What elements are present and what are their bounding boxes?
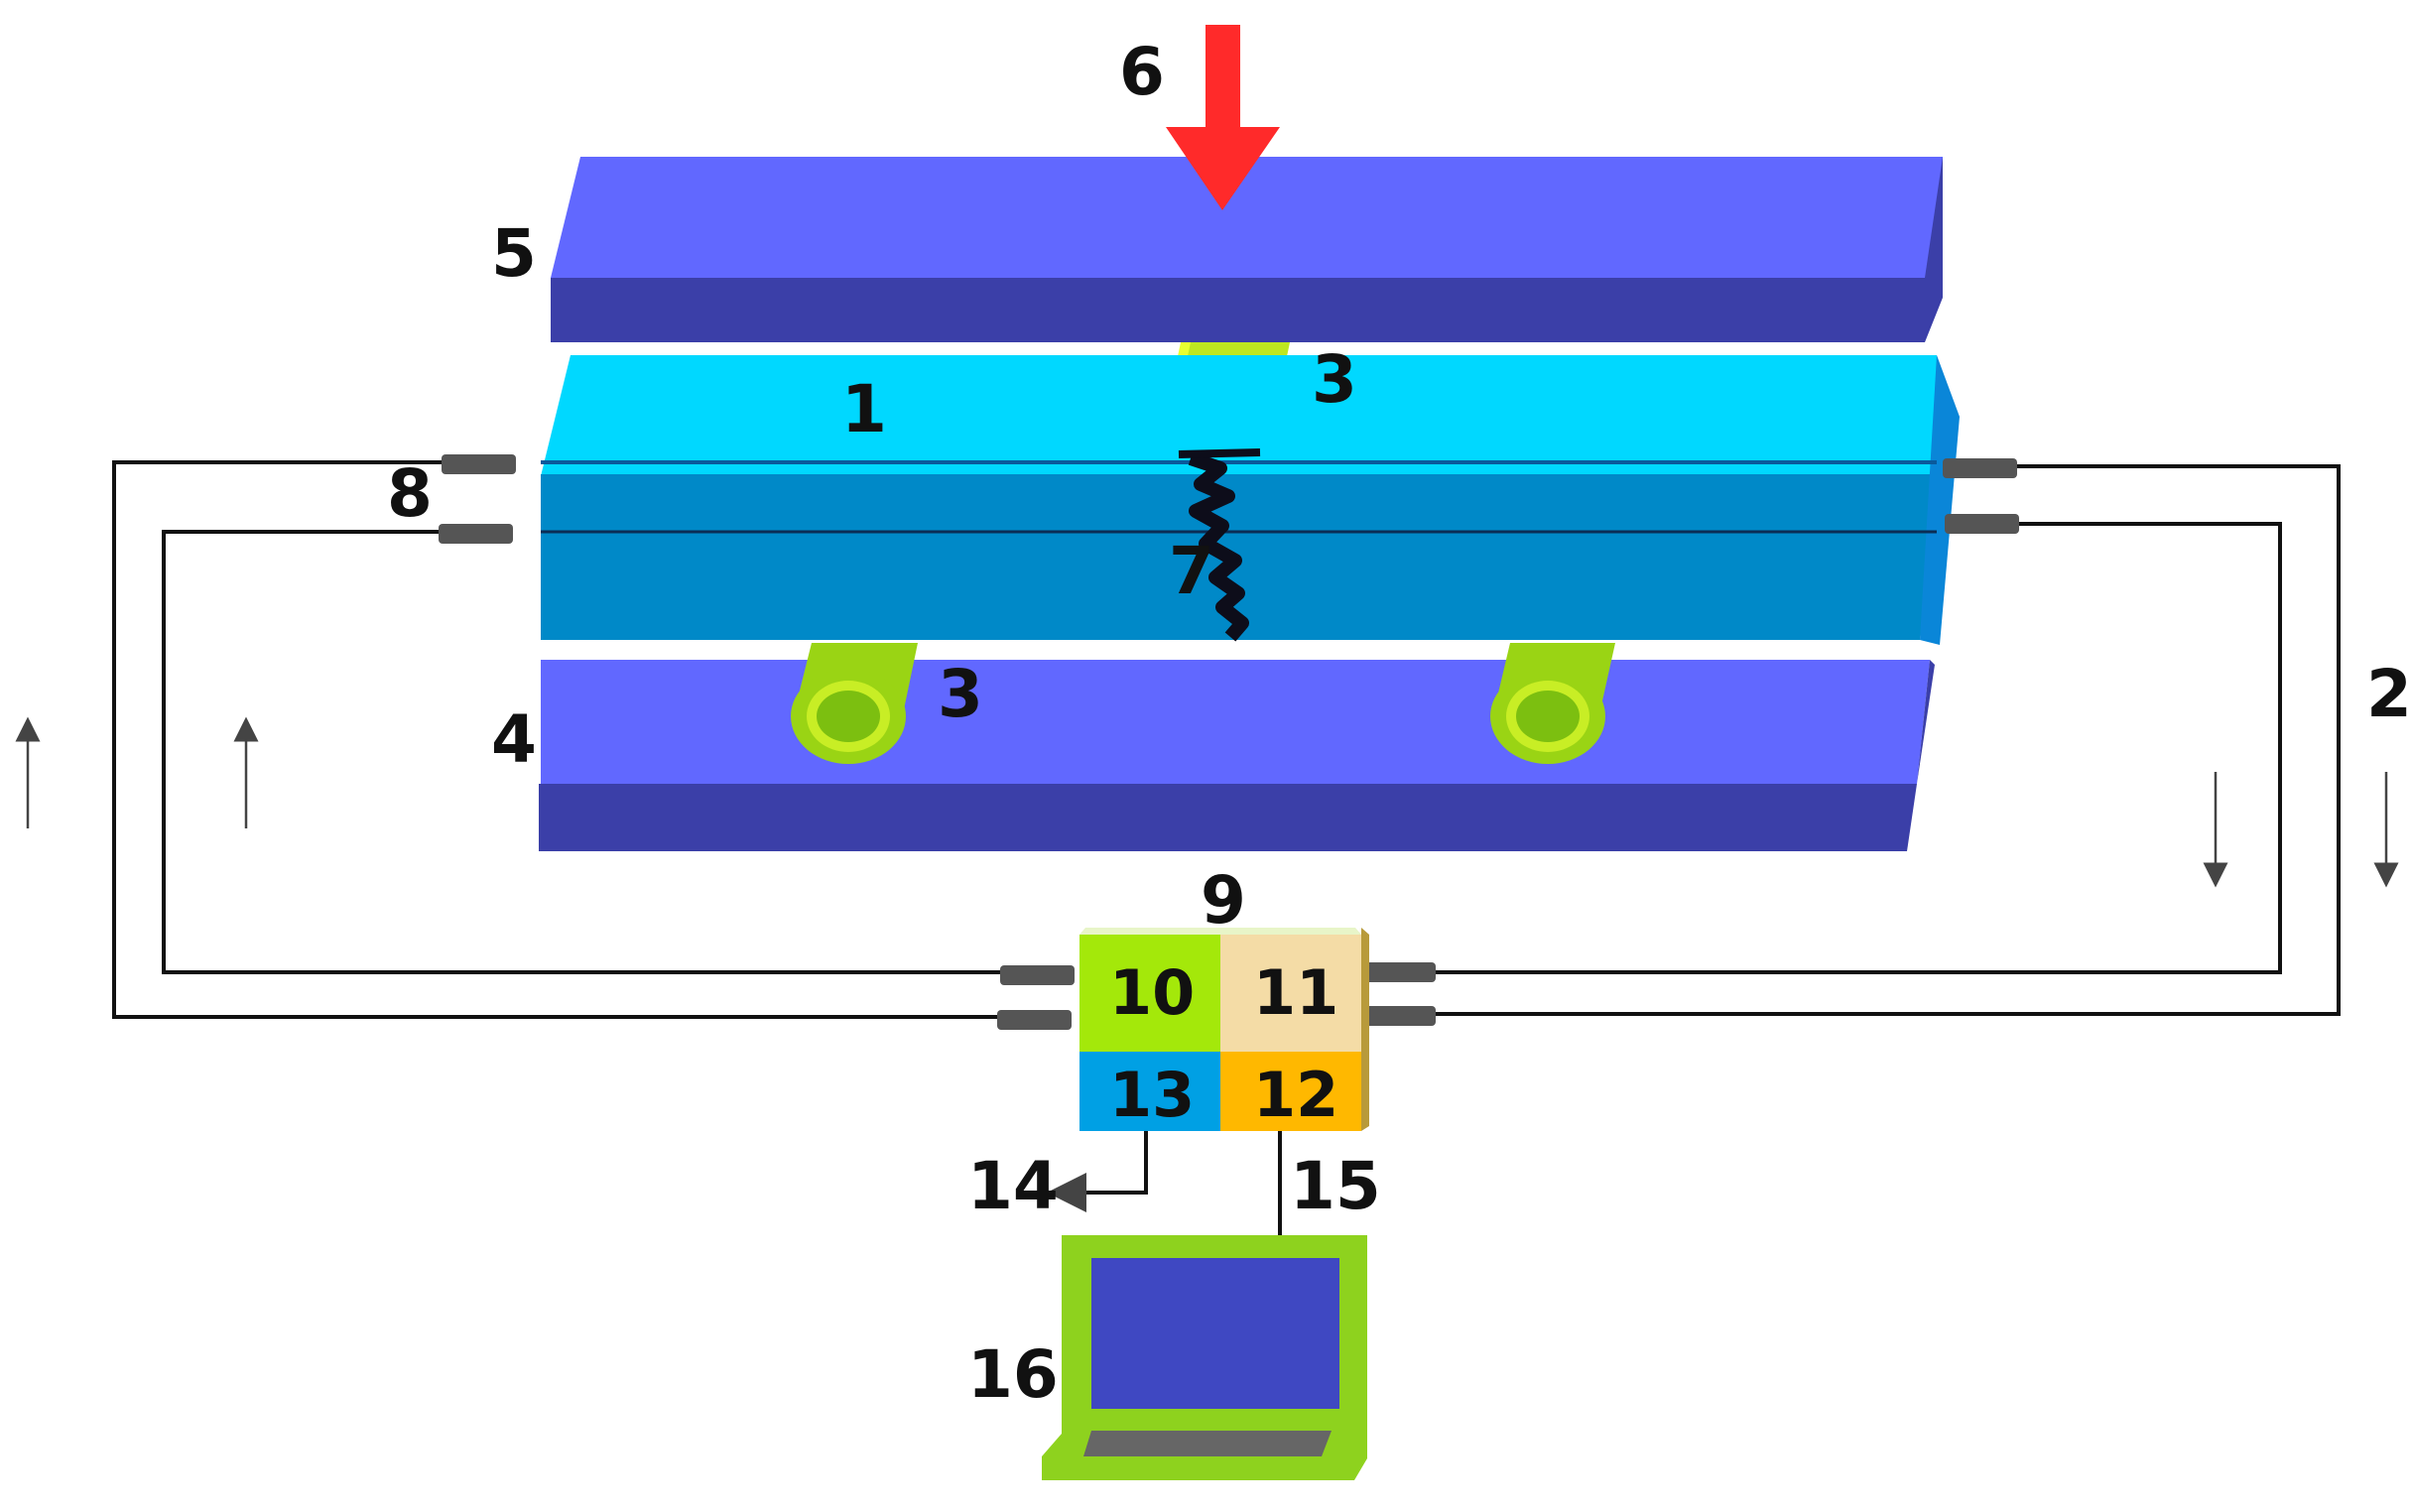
- label-7: 7: [1169, 533, 1214, 609]
- label-6: 6: [1119, 34, 1165, 110]
- module-13: [1079, 1052, 1220, 1131]
- output-lines: [1047, 1131, 1282, 1235]
- fiber-wiring: [112, 460, 2341, 1019]
- label-8: 8: [387, 455, 433, 532]
- label-12: 12: [1253, 1059, 1338, 1131]
- label-16: 16: [967, 1336, 1059, 1413]
- bottom-roller-left: [791, 643, 918, 764]
- module-12: [1220, 1052, 1361, 1131]
- label-3-bottom: 3: [938, 656, 983, 732]
- label-9: 9: [1201, 862, 1246, 939]
- label-15: 15: [1290, 1148, 1381, 1224]
- module-11: [1220, 935, 1361, 1052]
- top-plate: [551, 157, 1943, 342]
- label-10: 10: [1109, 956, 1195, 1029]
- label-13: 13: [1109, 1059, 1195, 1131]
- label-14: 14: [967, 1148, 1059, 1224]
- flow-arrows: [15, 716, 2399, 888]
- specimen-beam: [541, 355, 1960, 645]
- load-arrow: [1166, 25, 1280, 210]
- bottom-roller-right: [1490, 643, 1615, 764]
- label-4: 4: [491, 701, 537, 778]
- crack-top-edge: [1178, 448, 1261, 458]
- label-1: 1: [841, 371, 887, 447]
- connectors: [439, 454, 2019, 1030]
- label-11: 11: [1253, 956, 1338, 1029]
- module-10: [1079, 935, 1220, 1052]
- label-3-top: 3: [1312, 341, 1357, 418]
- crack: [1188, 451, 1249, 642]
- laptop: [1042, 1235, 1367, 1480]
- bottom-plate: [539, 660, 1935, 851]
- label-2: 2: [2366, 656, 2411, 732]
- label-5: 5: [491, 215, 537, 292]
- interrogator-unit: [1079, 928, 1369, 1131]
